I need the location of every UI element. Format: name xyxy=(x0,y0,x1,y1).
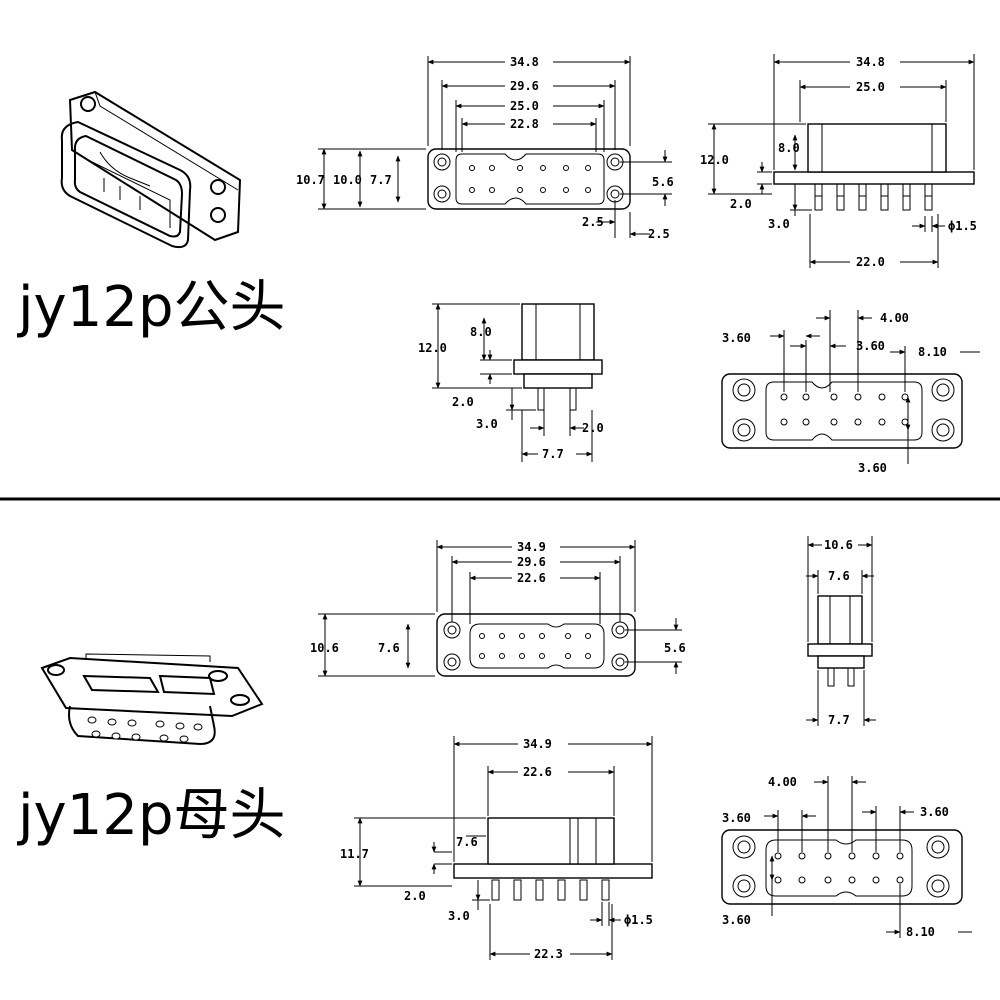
female-top-view xyxy=(354,736,653,960)
dim-label: 12.0 xyxy=(700,153,729,167)
dim-label: 3.60 xyxy=(858,461,887,475)
dim-label: 5.6 xyxy=(652,175,674,189)
dim-label: 34.8 xyxy=(856,55,885,69)
dim-label: 3.0 xyxy=(476,417,498,431)
dim-label: 2.0 xyxy=(452,395,474,409)
dim-label: 7.6 xyxy=(828,569,850,583)
dim-label: 7.7 xyxy=(828,713,850,727)
dim-label: 2.0 xyxy=(730,197,752,211)
dim-label: 10.6 xyxy=(310,641,339,655)
dim-label: 11.7 xyxy=(340,847,369,861)
female-side-dim-labels: 10.6 7.6 7.7 xyxy=(824,538,853,727)
dim-label: 7.7 xyxy=(370,173,392,187)
dim-label: 3.60 xyxy=(722,811,751,825)
male-side-dim-labels: 12.0 8.0 2.0 3.0 2.0 7.7 xyxy=(418,325,604,461)
dim-label: 5.6 xyxy=(664,641,686,655)
dim-label: 7.6 xyxy=(378,641,400,655)
dim-label: 7.6 xyxy=(456,835,478,849)
female-front-view xyxy=(318,540,682,677)
dim-label: 2.5 xyxy=(648,227,670,241)
dim-label: 3.60 xyxy=(722,331,751,345)
dim-label: 22.8 xyxy=(510,117,539,131)
dim-label: ϕ1.5 xyxy=(948,219,977,233)
dim-label: 10.7 xyxy=(296,173,325,187)
dim-label: 8.0 xyxy=(778,141,800,155)
dim-label: 3.60 xyxy=(920,805,949,819)
dim-label: 22.6 xyxy=(523,765,552,779)
dim-label: 3.60 xyxy=(856,339,885,353)
dim-label: 2.0 xyxy=(404,889,426,903)
male-top-view xyxy=(708,54,975,268)
dim-label: 2.5 xyxy=(582,215,604,229)
male-pin-layout-view xyxy=(721,310,980,464)
dim-label: 22.0 xyxy=(856,255,885,269)
dim-label: 2.0 xyxy=(582,421,604,435)
dim-label: 8.10 xyxy=(906,925,935,939)
dim-label: 12.0 xyxy=(418,341,447,355)
dim-label: 3.0 xyxy=(768,217,790,231)
dim-label: 22.6 xyxy=(517,571,546,585)
male-title: jy12p公头 xyxy=(18,275,286,340)
dim-label: 29.6 xyxy=(517,555,546,569)
dim-label: 25.0 xyxy=(510,99,539,113)
female-top-dim-labels: 34.9 22.6 11.7 7.6 2.0 3.0 ϕ1.5 22.3 xyxy=(340,737,653,961)
dim-label: 3.60 xyxy=(722,913,751,927)
dim-label: 10.0 xyxy=(333,173,362,187)
female-pin-layout-view xyxy=(721,776,972,938)
dim-label: 4.00 xyxy=(880,311,909,325)
dim-label: 4.00 xyxy=(768,775,797,789)
dim-label: 34.8 xyxy=(510,55,539,69)
dim-label: 34.9 xyxy=(517,540,546,554)
dim-label: 22.3 xyxy=(534,947,563,961)
female-isometric-view xyxy=(40,653,264,746)
male-side-view xyxy=(432,303,603,462)
male-top-dim-labels: 34.8 25.0 12.0 8.0 2.0 3.0 ϕ1.5 22.0 xyxy=(700,55,977,269)
dim-label: 3.0 xyxy=(448,909,470,923)
dim-label: ϕ1.5 xyxy=(624,913,653,927)
female-side-view xyxy=(806,536,876,726)
female-pin-dim-labels: 4.00 3.60 3.60 3.60 8.10 xyxy=(722,775,949,939)
female-title: jy12p母头 xyxy=(18,783,286,848)
dim-label: 25.0 xyxy=(856,80,885,94)
dim-label: 10.6 xyxy=(824,538,853,552)
male-front-view xyxy=(318,56,672,238)
dim-label: 29.6 xyxy=(510,79,539,93)
male-pin-dim-labels: 3.60 4.00 3.60 8.10 3.60 xyxy=(722,311,947,475)
dim-label: 8.0 xyxy=(470,325,492,339)
dim-label: 34.9 xyxy=(523,737,552,751)
dim-label: 8.10 xyxy=(918,345,947,359)
female-front-dim-labels: 34.9 29.6 22.6 10.6 7.6 5.6 xyxy=(310,540,686,655)
male-isometric-view xyxy=(60,90,242,249)
male-front-dim-labels: 34.8 29.6 25.0 22.8 10.7 10.0 7.7 5.6 2.… xyxy=(296,55,674,241)
dim-label: 7.7 xyxy=(542,447,564,461)
